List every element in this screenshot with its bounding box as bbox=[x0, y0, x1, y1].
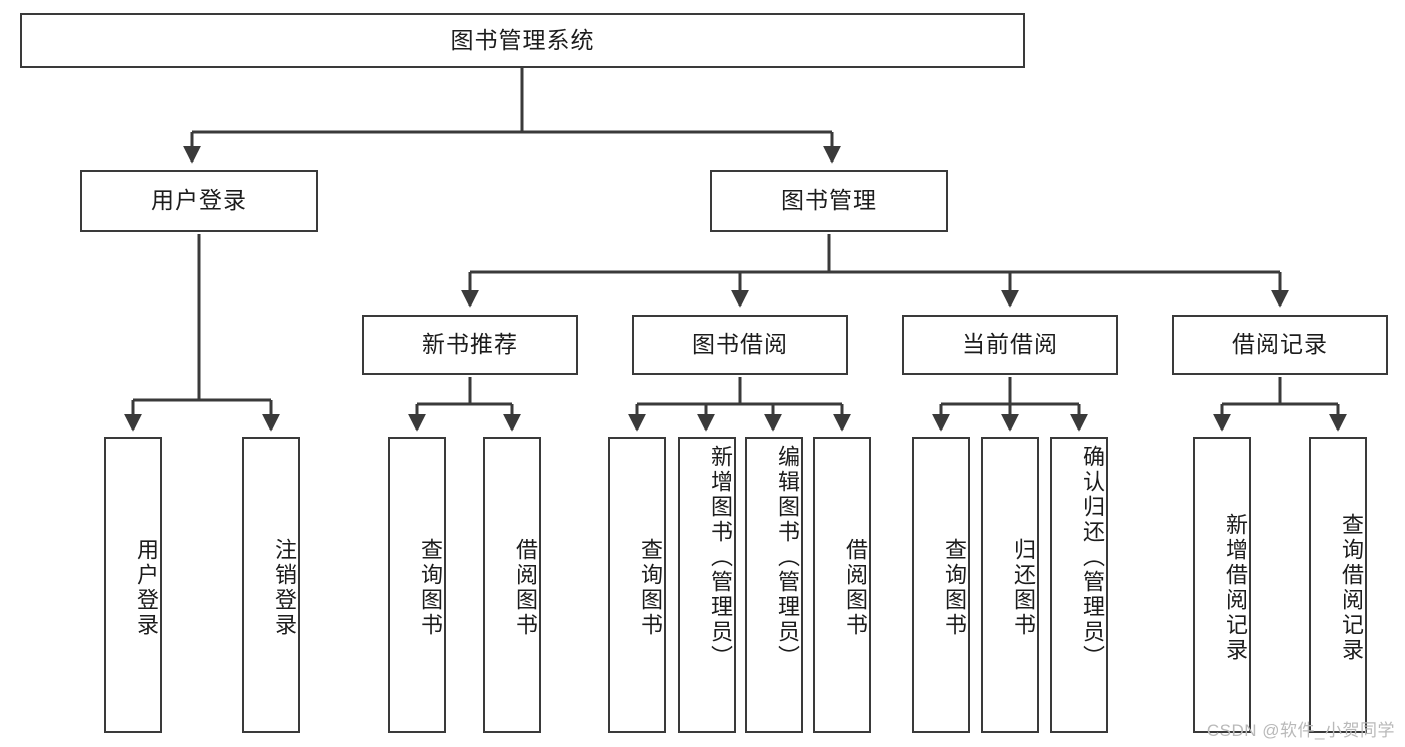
node-label: 归还图书 bbox=[1011, 538, 1036, 638]
leaf-user-login[interactable]: 用户登录 bbox=[104, 437, 162, 733]
node-label: 新增借阅记录 bbox=[1223, 513, 1248, 663]
leaf-current-borrow-confirm-return-admin[interactable]: 确认归还（管理员） bbox=[1050, 437, 1108, 733]
node-label: 注销登录 bbox=[272, 538, 297, 638]
node-label: 借阅图书 bbox=[843, 538, 868, 638]
node-borrow-record[interactable]: 借阅记录 bbox=[1172, 315, 1388, 375]
node-label: 图书借阅 bbox=[692, 331, 788, 358]
node-label: 查询图书 bbox=[638, 538, 663, 638]
node-label: 借阅记录 bbox=[1232, 331, 1328, 358]
node-book-management[interactable]: 图书管理 bbox=[710, 170, 948, 232]
node-label: 图书管理 bbox=[781, 187, 877, 214]
node-label: 查询图书 bbox=[942, 538, 967, 638]
leaf-logout[interactable]: 注销登录 bbox=[242, 437, 300, 733]
node-new-book-recommend[interactable]: 新书推荐 bbox=[362, 315, 578, 375]
leaf-new-book-borrow-books[interactable]: 借阅图书 bbox=[483, 437, 541, 733]
leaf-new-book-query-books[interactable]: 查询图书 bbox=[388, 437, 446, 733]
node-label: 用户登录 bbox=[134, 538, 159, 638]
leaf-book-borrow-edit-book-admin[interactable]: 编辑图书（管理员） bbox=[745, 437, 803, 733]
edges bbox=[124, 68, 1347, 432]
leaf-book-borrow-query-books[interactable]: 查询图书 bbox=[608, 437, 666, 733]
node-label: 新增图书（管理员） bbox=[708, 445, 733, 670]
node-label: 图书管理系统 bbox=[450, 26, 595, 53]
node-label: 新书推荐 bbox=[422, 331, 518, 358]
leaf-current-borrow-query-books[interactable]: 查询图书 bbox=[912, 437, 970, 733]
leaf-book-borrow-add-book-admin[interactable]: 新增图书（管理员） bbox=[678, 437, 736, 733]
node-label: 借阅图书 bbox=[513, 538, 538, 638]
node-label: 用户登录 bbox=[151, 187, 247, 214]
node-label: 编辑图书（管理员） bbox=[775, 445, 800, 670]
node-label: 确认归还（管理员） bbox=[1080, 445, 1105, 670]
node-current-borrow[interactable]: 当前借阅 bbox=[902, 315, 1118, 375]
node-root-book-management-system[interactable]: 图书管理系统 bbox=[20, 13, 1025, 68]
leaf-borrow-record-query-record[interactable]: 查询借阅记录 bbox=[1309, 437, 1367, 733]
node-user-login[interactable]: 用户登录 bbox=[80, 170, 318, 232]
leaf-book-borrow-borrow-books[interactable]: 借阅图书 bbox=[813, 437, 871, 733]
node-book-borrow[interactable]: 图书借阅 bbox=[632, 315, 848, 375]
node-label: 当前借阅 bbox=[962, 331, 1058, 358]
leaf-current-borrow-return-books[interactable]: 归还图书 bbox=[981, 437, 1039, 733]
node-label: 查询图书 bbox=[418, 538, 443, 638]
node-label: 查询借阅记录 bbox=[1339, 513, 1364, 663]
leaf-borrow-record-add-record[interactable]: 新增借阅记录 bbox=[1193, 437, 1251, 733]
